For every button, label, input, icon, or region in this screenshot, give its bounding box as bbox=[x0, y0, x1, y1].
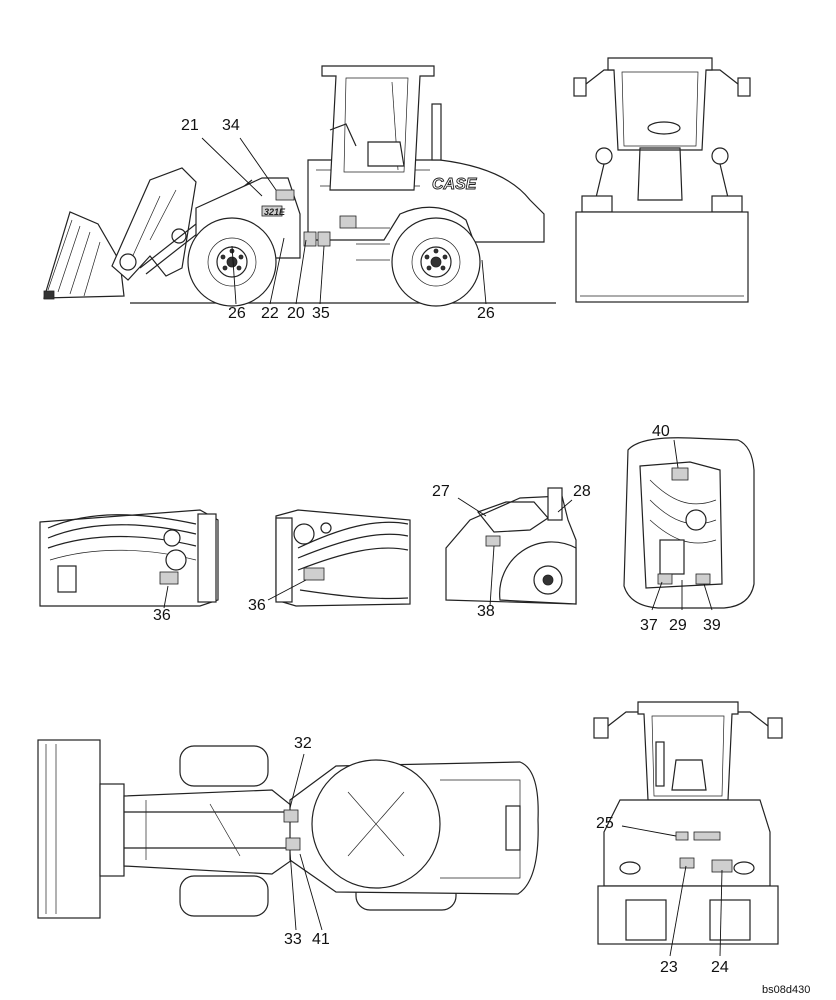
top-view-loader bbox=[37, 739, 539, 931]
callout-38: 38 bbox=[477, 603, 495, 620]
callout-23: 23 bbox=[660, 959, 678, 976]
hood-logo: CASE bbox=[432, 176, 478, 193]
callout-39: 39 bbox=[703, 617, 721, 634]
callout-32: 32 bbox=[294, 735, 312, 752]
callout-21: 21 bbox=[181, 117, 199, 134]
callout-41: 41 bbox=[312, 931, 330, 948]
callout-33: 33 bbox=[284, 931, 302, 948]
detail-right-front-frame bbox=[267, 509, 411, 607]
callout-34: 34 bbox=[222, 117, 240, 134]
callout-29: 29 bbox=[669, 617, 687, 634]
callout-20: 20 bbox=[287, 305, 305, 322]
callout-26-front: 26 bbox=[228, 305, 246, 322]
detail-engine-compartment bbox=[623, 437, 755, 611]
reference-code: bs08d430 bbox=[762, 984, 811, 996]
callout-36-right: 36 bbox=[248, 597, 266, 614]
side-view-loader: CASE 321E bbox=[43, 65, 556, 307]
callout-37: 37 bbox=[640, 617, 658, 634]
detail-left-front-frame bbox=[39, 509, 219, 609]
callout-24: 24 bbox=[711, 959, 729, 976]
callout-28: 28 bbox=[573, 483, 591, 500]
callout-25: 25 bbox=[596, 815, 614, 832]
callout-35: 35 bbox=[312, 305, 330, 322]
callout-40: 40 bbox=[652, 423, 670, 440]
rear-view-loader bbox=[593, 701, 783, 957]
callout-36-left: 36 bbox=[153, 607, 171, 624]
callout-26-rear: 26 bbox=[477, 305, 495, 322]
front-view-loader bbox=[573, 57, 751, 303]
callout-27: 27 bbox=[432, 483, 450, 500]
boom-decal: 321E bbox=[264, 207, 286, 217]
callout-22: 22 bbox=[261, 305, 279, 322]
detail-rear-left-component bbox=[445, 487, 577, 607]
